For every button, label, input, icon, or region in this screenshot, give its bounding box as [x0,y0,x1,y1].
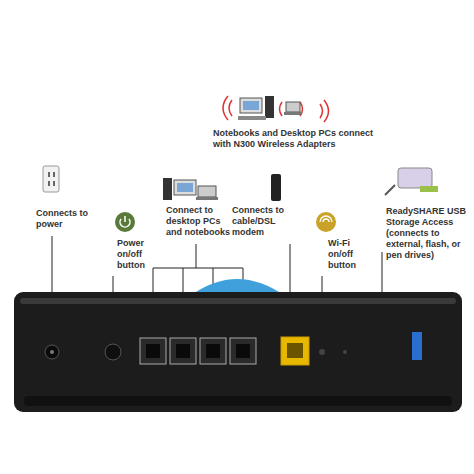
modem-icon [271,174,281,201]
wan-port [281,337,309,365]
power-jack [45,345,59,359]
outlet-icon [43,166,59,192]
router-body [14,292,462,412]
usb-drive-icon [385,168,438,195]
wifi-icon [316,212,336,232]
power-icon [115,212,135,232]
callout-label: Power on/off button [117,238,165,271]
wireless-pcs-icon [223,96,329,122]
usb-port [412,332,422,360]
wifi-button [319,349,325,355]
callout-label: Wi-Fi on/off button [328,238,376,271]
callout-label: Notebooks and Desktop PCs connect with N… [213,128,393,150]
lan-ports [140,338,256,364]
callout-label: Connects to cable/DSL modem [232,205,288,238]
callout-label: ReadySHARE USB Storage Access (connects … [386,206,470,261]
power-button [105,344,121,360]
callout-label: Connects to power [36,208,88,230]
callout-label: Connect to desktop PCs and notebooks [166,205,232,238]
desktop-pcs-icon [163,178,218,200]
